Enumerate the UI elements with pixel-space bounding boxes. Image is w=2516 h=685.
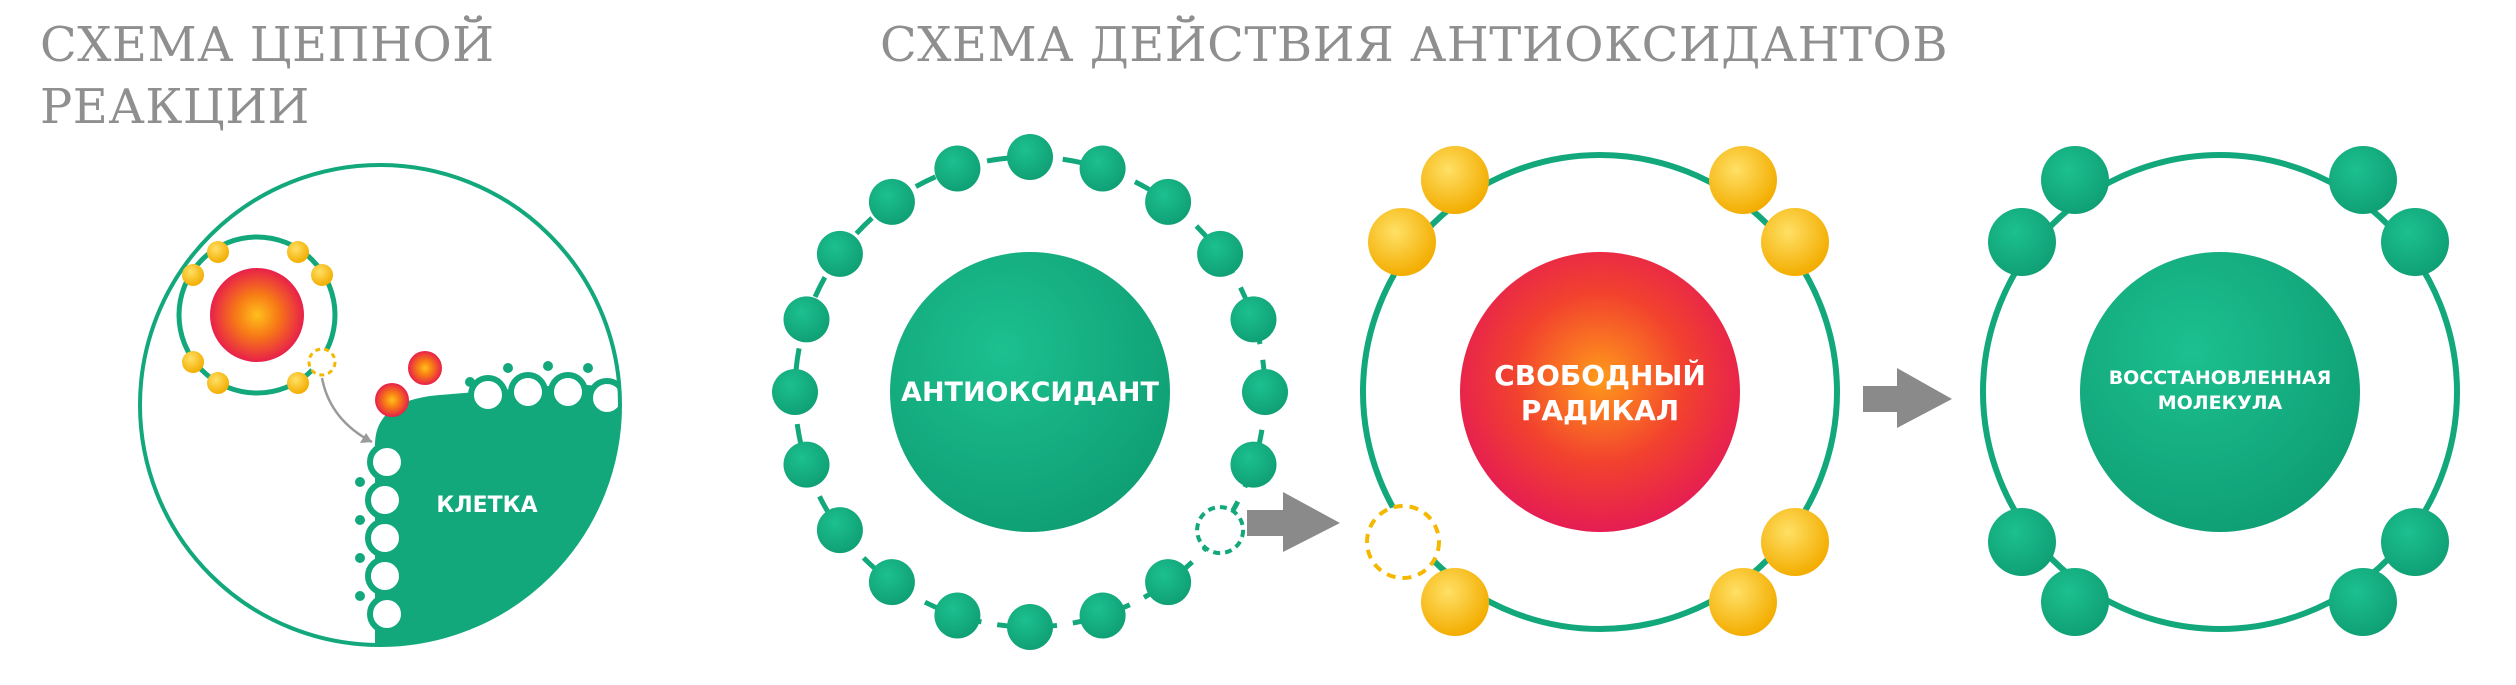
- antioxidant-missing-electron: [1195, 505, 1246, 556]
- restored-molecule-diagram: ВОССТАНОВЛЕННАЯ МОЛЕКУЛА: [1980, 146, 2460, 636]
- restored-molecule-label-line1: ВОССТАНОВЛЕННАЯ: [2109, 367, 2332, 389]
- chain-reaction-diagram: КЛЕТКА: [138, 163, 622, 647]
- chain-reaction-title-line1: СХЕМА ЦЕПНОЙ: [40, 17, 495, 73]
- antioxidant-electron: [1230, 441, 1277, 488]
- small-radical-molecule: [176, 234, 338, 396]
- antioxidant-electrons: [772, 134, 1288, 650]
- free-radical-label-line1: СВОБОДНЫЙ: [1494, 358, 1706, 392]
- antioxidant-electron: [783, 441, 830, 488]
- free-radical-small-1: [408, 351, 442, 385]
- antioxidant-electron: [816, 507, 863, 554]
- antioxidant-label: АНТИОКСИДАНТ: [901, 377, 1159, 408]
- restored-molecule-ring: [1980, 152, 2460, 632]
- antioxidant-electron: [1145, 178, 1192, 225]
- antioxidant-electron: [868, 559, 915, 606]
- electron-group: [182, 241, 333, 394]
- restored-molecule-core: [2080, 252, 2360, 532]
- antioxidant-electron: [772, 369, 818, 415]
- antioxidant-diagram: АНТИОКСИДАНТ: [772, 134, 1288, 650]
- free-radical-electrons: [1368, 146, 1829, 636]
- antioxidant-electron: [1242, 369, 1288, 415]
- chain-reaction-outer-circle: [138, 163, 622, 647]
- missing-electron-slot-large: [1365, 504, 1441, 580]
- restored-molecule-electrons: [1988, 146, 2449, 636]
- free-radical-diagram: СВОБОДНЫЙ РАДИКАЛ: [1360, 146, 1840, 636]
- free-radical-label-line2: РАДИКАЛ: [1521, 394, 1679, 427]
- cell-membrane-top: [468, 372, 620, 418]
- antioxidant-core: [890, 252, 1170, 532]
- free-radical-core: [1460, 252, 1740, 532]
- antioxidant-electron: [1230, 296, 1277, 343]
- cell-membrane-left: [365, 442, 407, 634]
- restored-molecule-label-line2: МОЛЕКУЛА: [2158, 392, 2283, 414]
- antioxidant-electron: [1197, 230, 1244, 277]
- antioxidant-scheme-title: СХЕМА ДЕЙСТВИЯ АНТИОКСИДАНТОВ: [880, 17, 1949, 73]
- antioxidant-electron: [868, 178, 915, 225]
- transition-arrow-1: [1247, 492, 1340, 552]
- antioxidant-electron: [816, 230, 863, 277]
- free-radical-small-2: [375, 383, 409, 417]
- antioxidant-electron: [1079, 592, 1126, 639]
- antioxidant-electron: [934, 592, 981, 639]
- chain-reaction-title-line2: РЕАКЦИИ: [40, 79, 310, 135]
- antioxidant-electron: [1079, 145, 1126, 192]
- antioxidant-electron: [934, 145, 981, 192]
- chain-reaction-title: СХЕМА ЦЕПНОЙ РЕАКЦИИ: [40, 14, 495, 138]
- electron-transfer-arrow: [320, 377, 373, 444]
- antioxidant-electron: [1007, 134, 1053, 180]
- antioxidant-electron: [1145, 559, 1192, 606]
- antioxidant-electron: [1007, 604, 1053, 650]
- free-radical-ring: [1360, 152, 1840, 632]
- missing-electron-slot: [307, 347, 337, 377]
- cell-label: КЛЕТКА: [436, 493, 537, 518]
- transition-arrow-2: [1863, 368, 1952, 428]
- antioxidant-electron: [783, 296, 830, 343]
- small-radical-core: [210, 268, 304, 362]
